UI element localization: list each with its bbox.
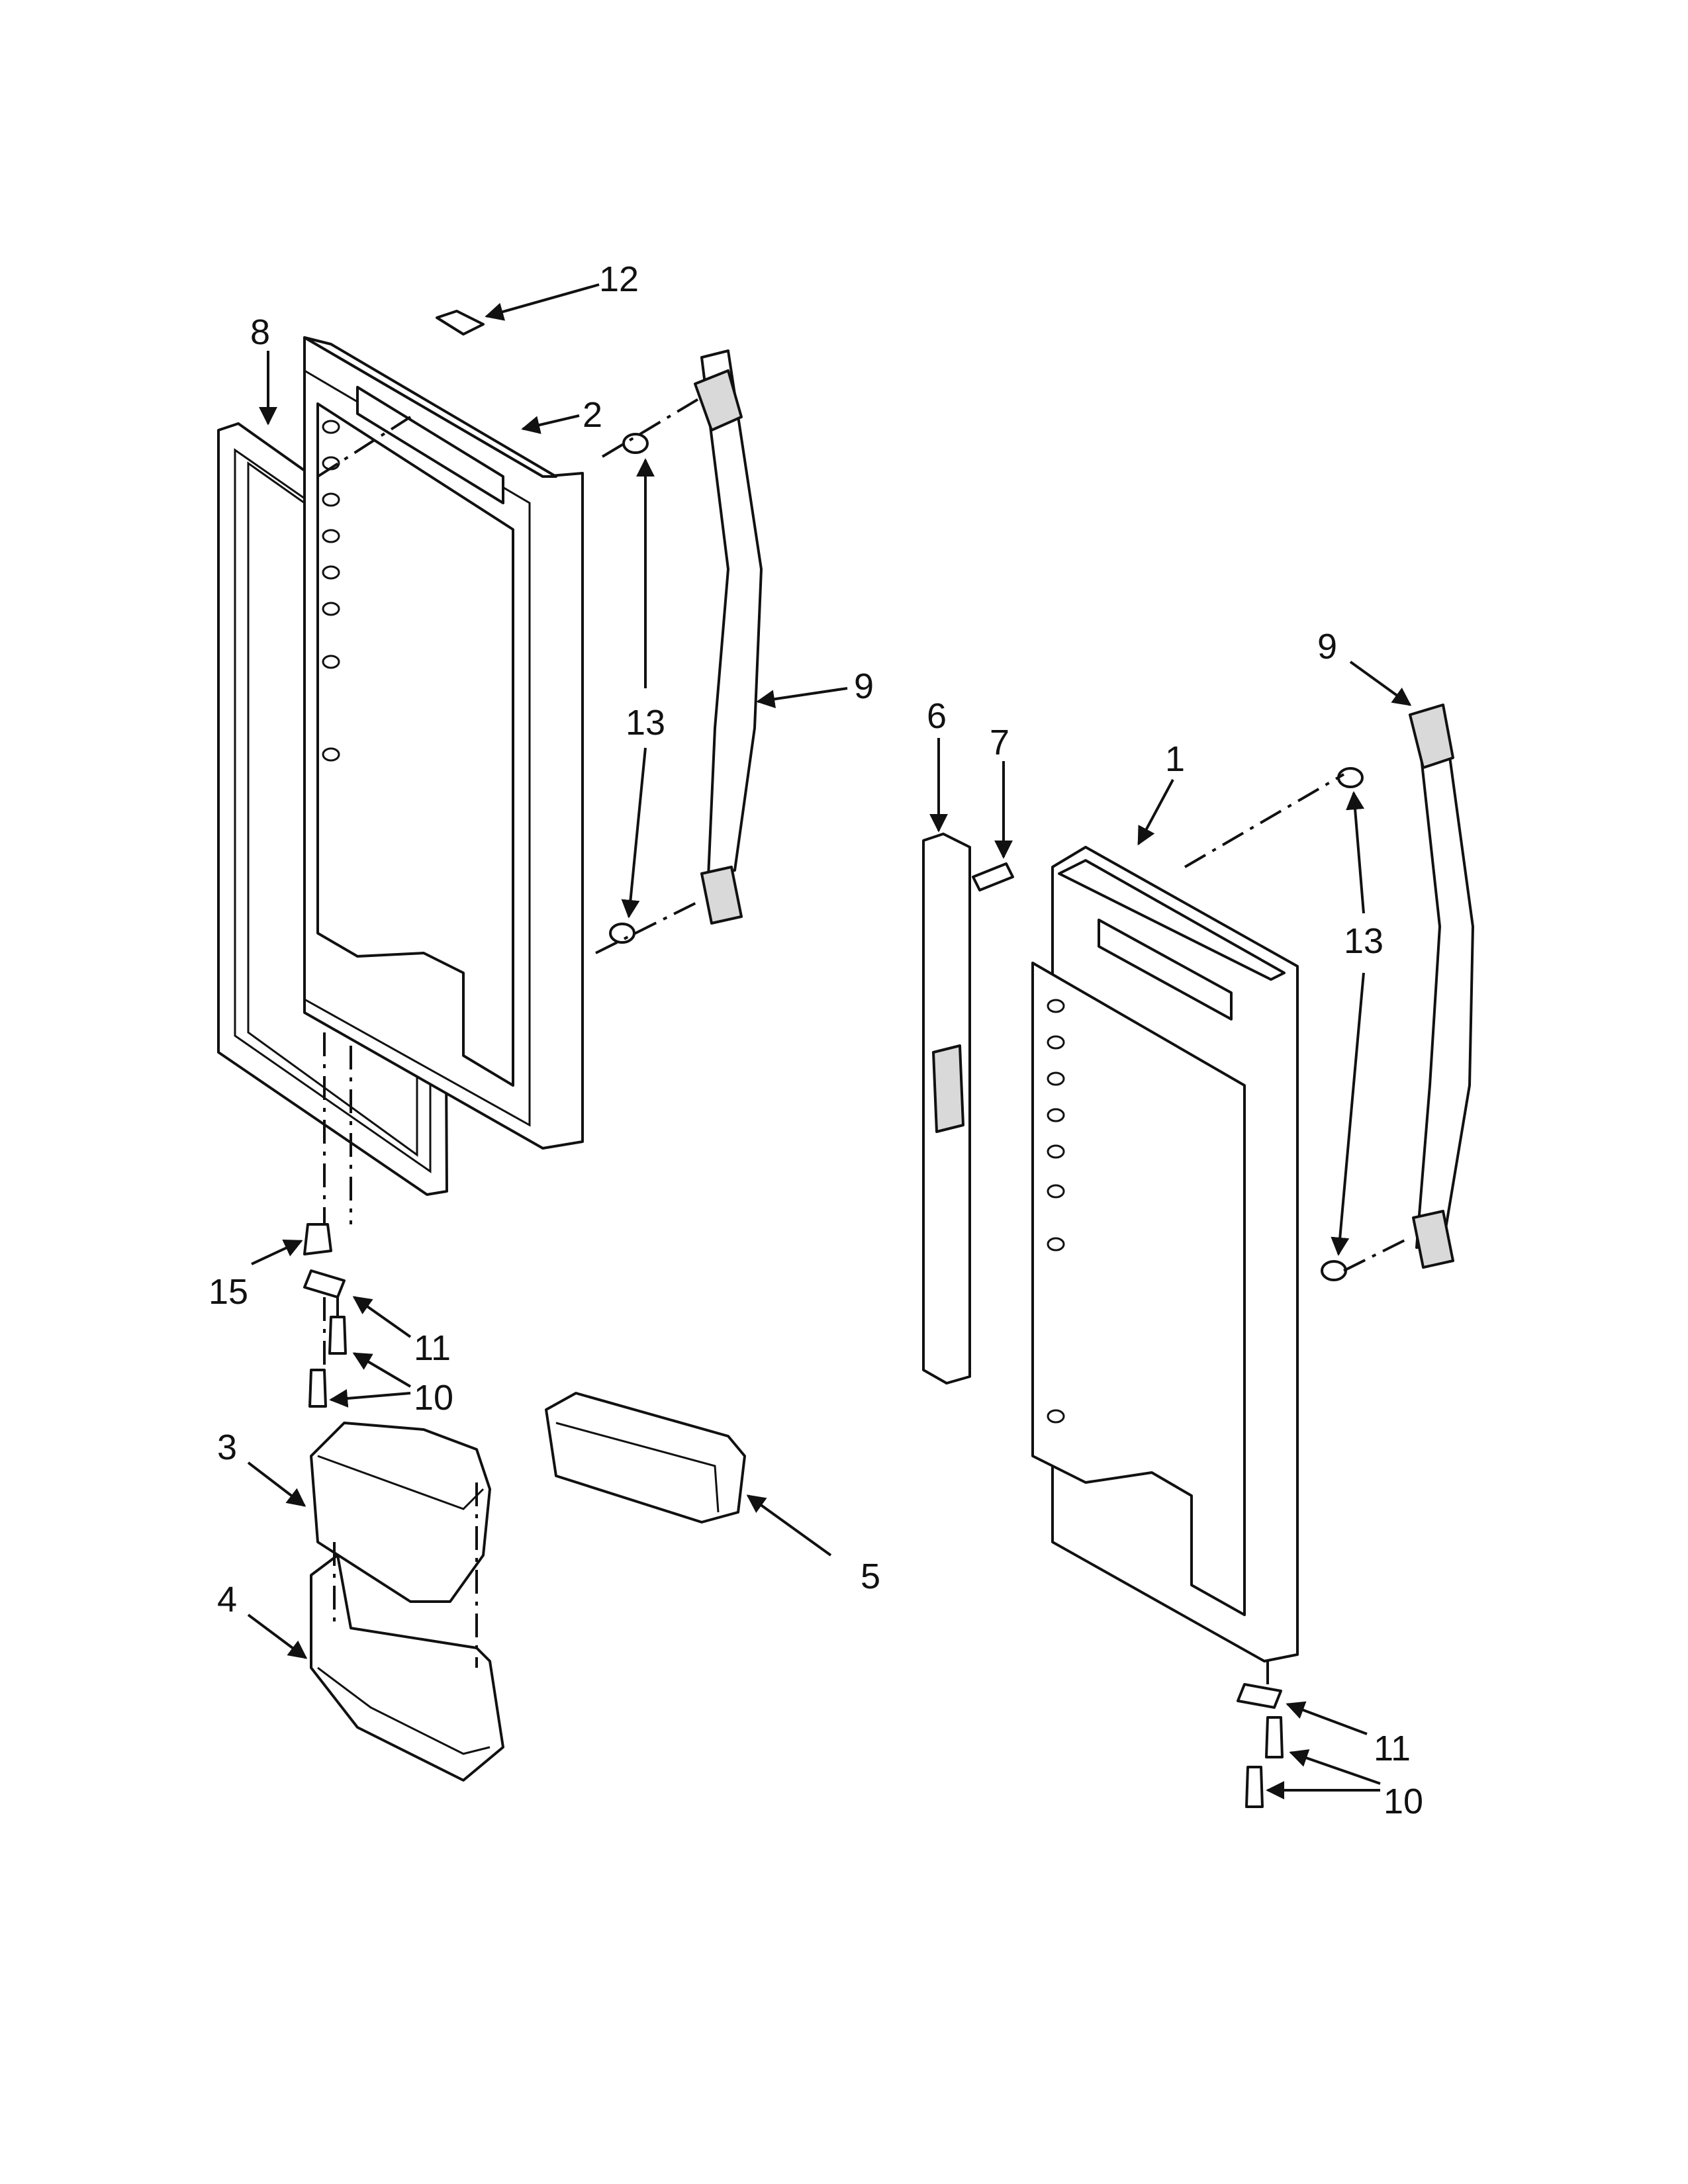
part-9-right-handle <box>1409 704 1474 1269</box>
part-2-left-door <box>303 336 584 1150</box>
part-13-left-washers <box>609 433 649 944</box>
part-12-ring <box>436 310 485 336</box>
callout-1: 1 <box>1165 739 1185 779</box>
callout-2: 2 <box>583 395 602 435</box>
callout-7: 7 <box>990 723 1009 762</box>
part-10-right-screws <box>1245 1716 1284 1808</box>
callout-13-left: 13 <box>626 703 665 743</box>
part-11-right-hinge-plate <box>1237 1683 1282 1709</box>
part-10-left-screws <box>308 1316 347 1408</box>
callout-12: 12 <box>599 259 639 299</box>
part-7-screw <box>972 862 1014 891</box>
callout-9-right: 9 <box>1317 627 1337 666</box>
callout-4: 4 <box>217 1580 237 1619</box>
right-door-bin-buttons <box>1047 999 1065 1424</box>
part-15-hinge-bushing <box>303 1223 332 1255</box>
alignment-lines <box>316 396 1411 1684</box>
part-6-mullion <box>922 833 971 1385</box>
part-1-right-door <box>1031 846 1299 1662</box>
leader-lines <box>247 283 1412 1799</box>
part-3-cover <box>310 1422 491 1603</box>
callout-11-left: 11 <box>414 1328 451 1368</box>
callout-5: 5 <box>861 1557 880 1596</box>
callout-10-right: 10 <box>1383 1782 1423 1821</box>
part-9-left-handle <box>694 349 763 925</box>
callout-13-right: 13 <box>1344 921 1383 961</box>
callout-8: 8 <box>250 312 270 352</box>
callout-10-left: 10 <box>414 1378 453 1418</box>
part-5-door-bin <box>545 1392 746 1524</box>
callout-6: 6 <box>927 696 947 736</box>
callout-3: 3 <box>217 1428 237 1467</box>
callout-15: 15 <box>209 1272 248 1312</box>
callout-9-left: 9 <box>854 666 874 706</box>
callout-labels: 12 8 2 9 13 6 7 1 9 13 15 11 10 3 4 5 11… <box>209 259 1423 1821</box>
callout-11-right: 11 <box>1374 1729 1411 1768</box>
part-11-left-hinge-plate <box>303 1269 346 1298</box>
part-4-bin <box>310 1554 504 1782</box>
